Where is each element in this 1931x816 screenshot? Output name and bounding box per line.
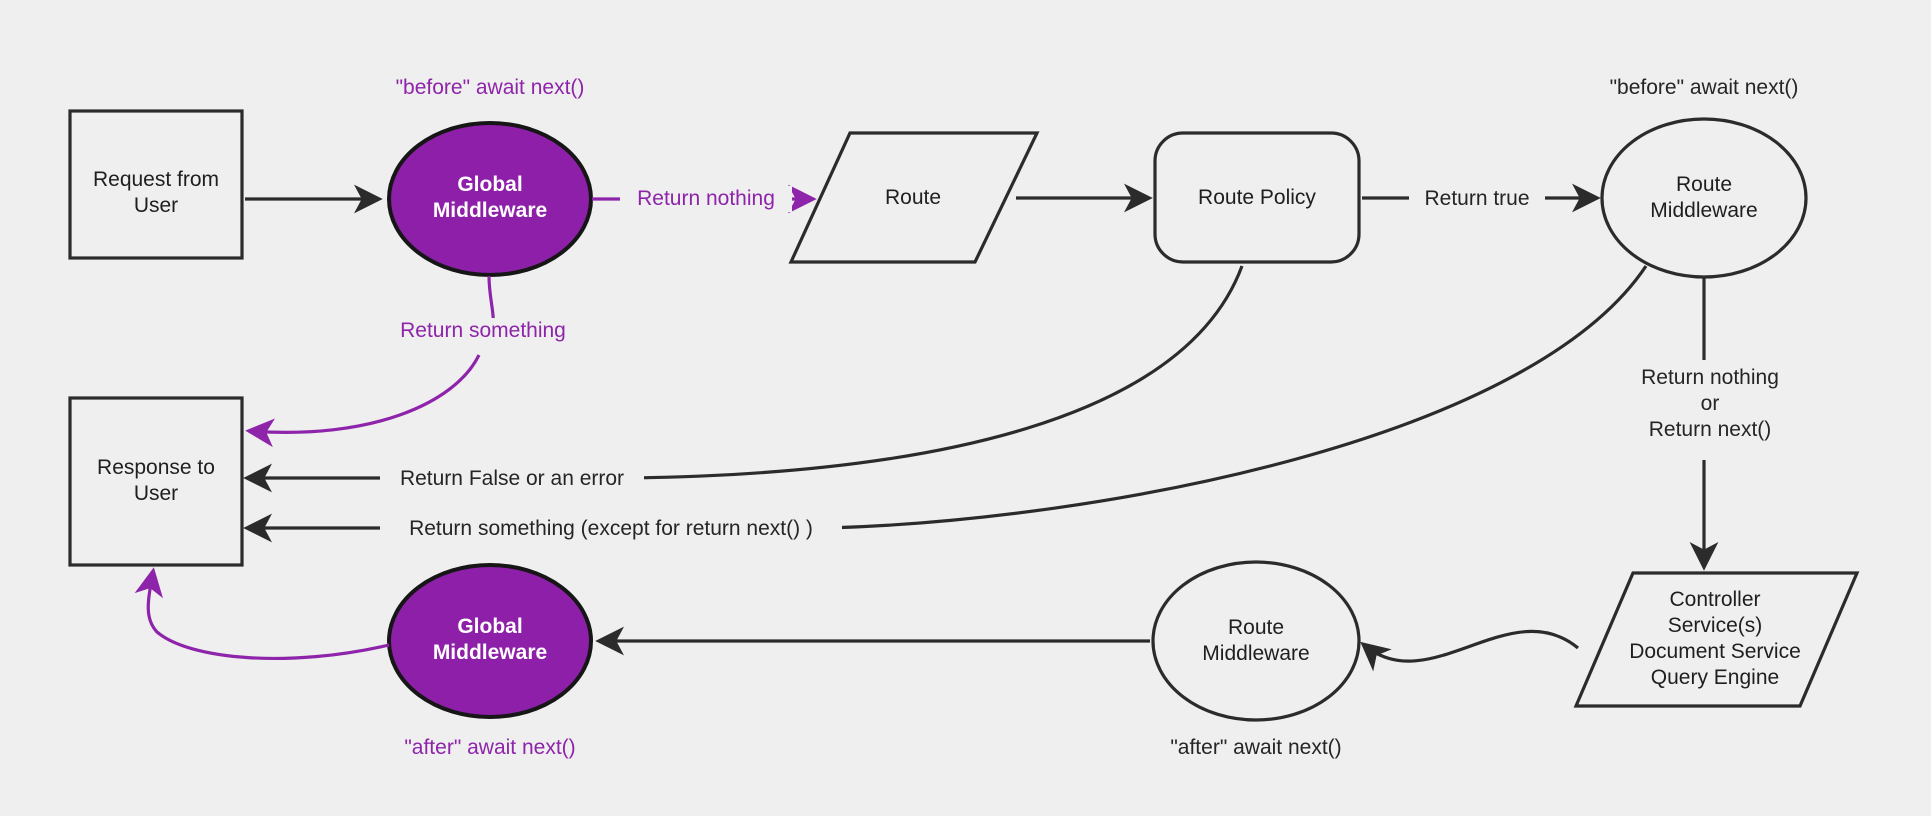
edge-controller-to-route-middleware-after xyxy=(1360,629,1580,672)
edge-label-return-true: Return true xyxy=(1409,186,1545,212)
edge-label-return-something: Return something xyxy=(382,318,584,344)
edge-global-middleware-to-response-something-tail xyxy=(245,354,481,448)
edge-route-middleware-to-response-something xyxy=(827,265,1648,530)
phase-label-before-route: "before" await next() xyxy=(1609,76,1799,99)
node-controller-services[interactable] xyxy=(1573,571,1860,708)
node-global-middleware-after[interactable] xyxy=(387,563,593,719)
node-global-middleware-before[interactable] xyxy=(387,121,593,277)
node-response-to-user[interactable] xyxy=(68,396,244,567)
node-route-middleware-after[interactable] xyxy=(1151,560,1361,722)
node-route-policy[interactable] xyxy=(1153,131,1361,264)
phase-label-after-global: "after" await next() xyxy=(404,736,576,759)
edge-label-return-false-or-error: Return False or an error xyxy=(380,466,644,492)
edge-label-return-nothing-or-next: Return nothing or Return next() xyxy=(1594,365,1826,443)
edge-label-return-something-except-next: Return something (except for return next… xyxy=(380,516,842,542)
node-request-from-user[interactable] xyxy=(68,109,244,260)
phase-label-after-route: "after" await next() xyxy=(1170,736,1342,759)
node-route-middleware-before[interactable] xyxy=(1600,117,1808,279)
edge-route-policy-to-response-false xyxy=(629,265,1244,480)
edge-label-return-nothing: Return nothing xyxy=(620,186,792,212)
phase-label-before-global: "before" await next() xyxy=(395,76,585,99)
edge-global-middleware-after-to-response xyxy=(134,567,390,660)
node-route[interactable] xyxy=(788,131,1040,264)
